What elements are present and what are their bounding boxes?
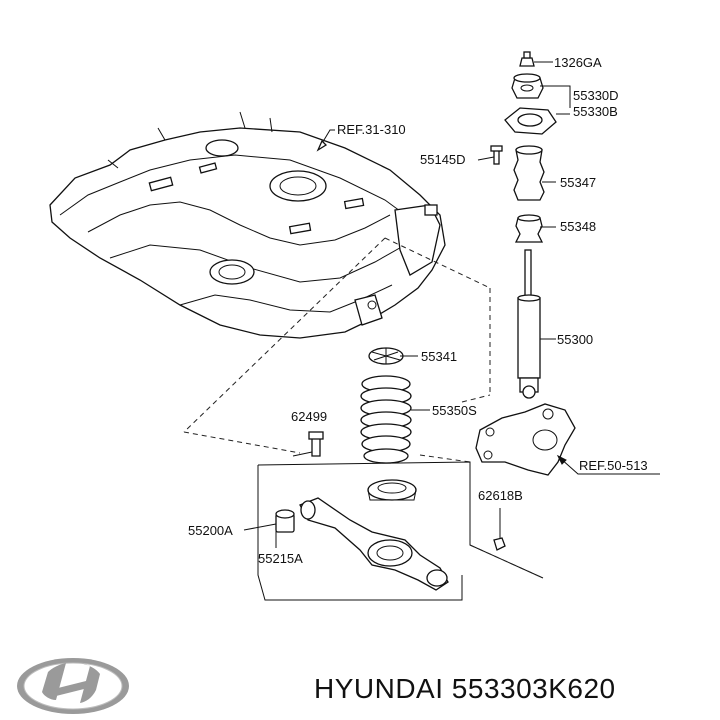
shock-mount-stack [490,51,557,399]
nut-62618b-illustration [493,537,506,551]
lower-spring-seat-illustration [367,479,417,501]
label-1326ga: 1326GA [554,55,602,70]
hyundai-logo [17,658,129,714]
label-55348: 55348 [560,219,596,234]
label-55350s: 55350S [432,403,477,418]
label-55200a: 55200A [188,523,233,538]
assembly-dashed-outline [183,237,491,463]
label-55215a: 55215A [258,551,303,566]
ref-knuckle-leader [559,457,660,475]
label-55330b: 55330B [573,104,618,119]
label-55330d: 55330D [573,88,619,103]
fuel-tank-illustration [49,111,446,339]
label-62618b: 62618B [478,488,523,503]
bolt-62499-illustration [308,431,324,457]
ref-label-fuel-tank: REF.31-310 [337,122,406,137]
coil-spring-illustration [360,375,412,464]
label-55341: 55341 [421,349,457,364]
knuckle-illustration [475,403,576,476]
lower-control-arm-illustration [299,497,449,591]
label-62499: 62499 [291,409,327,424]
spring-pad-illustration [368,347,404,365]
ref-label-knuckle: REF.50-513 [579,458,648,473]
label-55300: 55300 [557,332,593,347]
part-caption: HYUNDAI 553303K620 [314,673,616,704]
label-55347: 55347 [560,175,596,190]
bushing-55215a-illustration [275,509,295,533]
label-55145d: 55145D [420,152,466,167]
